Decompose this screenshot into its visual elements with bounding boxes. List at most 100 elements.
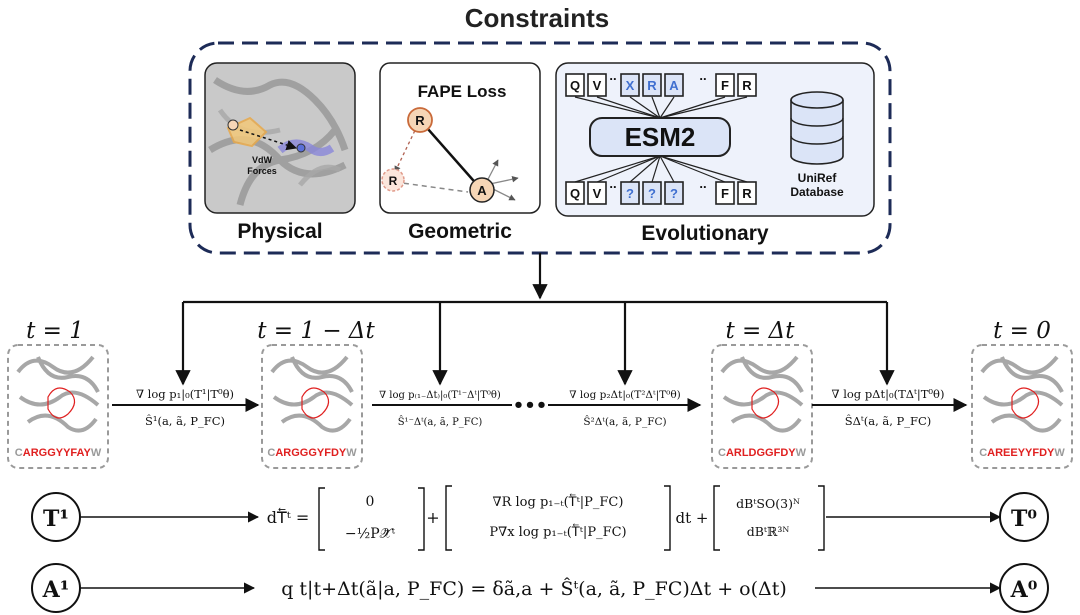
ctmc-equation: q t|t+Δt(ã|a, P_FC) = δã,a + Ŝᵗ(a, ã, P_… (281, 577, 787, 600)
bottom-token-6: R (742, 186, 752, 201)
sequence-1: CARGGYYFAYW (15, 447, 102, 459)
top-token-box-4 (664, 73, 684, 97)
sde-matrix2-bottom: P∇x log p₁₋ₜ(T⃖ᵗ|P_FC) (489, 524, 626, 540)
protein-structure-3: CARLDGGFDYW (711, 344, 813, 469)
bottom-token-2: ? (626, 186, 634, 201)
transition-3-rate: Ŝ²Δᵗ(a, ã, P_FC) (583, 414, 666, 428)
vdw-label-line2: Forces (247, 166, 277, 176)
geometric-frame (379, 62, 541, 214)
label-t1: t = 1 (26, 318, 84, 344)
sequence-2: CARGGGYFDYW (267, 447, 357, 459)
node-a-end-label: A⁰ (1010, 577, 1038, 603)
sequence-prefix-2: C (267, 447, 275, 459)
evolutionary-label: Evolutionary (641, 222, 769, 245)
top-token-box-0 (565, 73, 585, 97)
node-r-label: R (415, 113, 425, 128)
transition-4-score: ∇ log pΔt|₀(TΔᵗ|T⁰θ) (832, 387, 945, 402)
node-t-start-label: T¹ (43, 506, 69, 532)
physical-panel: VdW Forces Physical (204, 62, 356, 243)
top-token-box-3 (642, 73, 662, 97)
sequence-cdr-4: AREEYYFDY (987, 447, 1055, 459)
bottom-dots-0: .. (609, 176, 616, 191)
top-token-5: F (721, 78, 729, 93)
label-t0: t = 0 (993, 318, 1051, 344)
sde-matrix3-bottom: dBᵗℝ³ᴺ (747, 524, 790, 539)
esm-top-link-4 (659, 96, 675, 119)
esm-top-link-3 (651, 96, 661, 119)
node-a-label: A (477, 183, 487, 198)
fape-heading: FAPE Loss (418, 82, 507, 101)
bottom-token-0: Q (570, 186, 580, 201)
node-a (469, 177, 495, 203)
top-token-box-1 (587, 73, 607, 97)
esm2-label: ESM2 (625, 122, 696, 152)
protein-backbone-4 (980, 355, 1064, 433)
sde-matrix1-top: 0 (366, 494, 375, 510)
sequence-cdr-3: ARLDGGFDY (726, 447, 796, 459)
sde-matrix3-top: dBᵗSO(3)ᴺ (736, 496, 800, 511)
transition-4-rate: ŜΔᵗ(a, ã, P_FC) (845, 414, 932, 428)
bottom-token-4: ? (670, 186, 678, 201)
node-t-end-label: T⁰ (1011, 506, 1037, 532)
sequence-suffix-4: W (1054, 447, 1065, 459)
esm-top-link-0 (574, 96, 661, 119)
top-token-4: A (669, 78, 679, 93)
esm-bottom-link-5 (659, 155, 726, 183)
transition-2-score: ∇ log p₍₁₋Δt₎|₀(T¹⁻Δᵗ|T⁰θ) (379, 390, 501, 401)
top-token-3: R (647, 78, 657, 93)
transition-1-rate: Ŝ¹(a, ã, P_FC) (145, 414, 225, 428)
constraint-arrows (175, 253, 895, 386)
bottom-token-3: ? (648, 186, 656, 201)
transition-2-rate: Ŝ¹⁻Δᵗ(a, ã, P_FC) (398, 416, 483, 428)
sequence-cdr-2: ARGGGYFDY (275, 447, 347, 459)
protein-backbone-1 (16, 355, 100, 433)
geometric-panel: FAPE Loss R R A Geometric (379, 62, 541, 243)
esm-bottom-link-2 (629, 155, 661, 183)
vdw-label-line1: VdW (252, 155, 273, 165)
sequence-4: CAREEYYFDYW (979, 447, 1065, 459)
protein-cdr-loop-4 (1011, 387, 1040, 419)
label-tdt: t = Δt (726, 318, 796, 344)
protein-structure-2: CARGGGYFDYW (261, 344, 363, 469)
physical-label: Physical (237, 220, 322, 243)
node-t-end (999, 492, 1049, 542)
ellipsis: ••• (513, 395, 548, 416)
bottom-dots-1: .. (699, 176, 706, 191)
esm-bottom-link-4 (659, 155, 675, 183)
sde-dt: dt + (676, 509, 709, 527)
node-r (407, 107, 433, 133)
esm-bottom-link-1 (596, 155, 661, 183)
top-token-box-5 (715, 73, 735, 97)
top-token-box-2 (620, 73, 640, 97)
esm-top-link-5 (659, 96, 726, 119)
sde-lhs: dT⃖ᵗ = (267, 507, 309, 527)
protein-backbone-2 (270, 355, 354, 433)
ctmc-row: A¹ q t|t+Δt(ã|a, P_FC) = δã,a + Ŝᵗ(a, ã,… (31, 563, 1049, 613)
uniref-label-line1: UniRef (798, 171, 838, 185)
esm2-box (589, 117, 731, 157)
top-token-0: Q (570, 78, 580, 93)
sequence-prefix-4: C (979, 447, 987, 459)
protein-structure-1: CARGGYYFAYW (7, 344, 109, 469)
esm-top-link-2 (629, 96, 661, 119)
sde-matrix1-bottom: −½P𝒳⃖ᵗ (345, 526, 396, 542)
sde-plus: + (426, 508, 439, 527)
esm-top-link-1 (596, 96, 661, 119)
transition-1-score: ∇ log p₁|₀(T¹|T⁰θ) (136, 387, 234, 402)
top-dots-1: .. (699, 68, 706, 83)
esm-bottom-link-6 (659, 155, 748, 183)
geometric-label: Geometric (408, 220, 512, 243)
uniref-label-line2: Database (790, 185, 844, 199)
sequence-suffix-2: W (346, 447, 357, 459)
protein-cdr-loop-3 (751, 387, 780, 419)
bottom-token-5: F (721, 186, 729, 201)
node-r-ghost (381, 168, 405, 192)
sequence-3: CARLDGGFDYW (718, 447, 807, 459)
top-token-2: X (626, 78, 635, 93)
protein-backbone-3 (720, 355, 804, 433)
esm-top-link-6 (659, 96, 748, 119)
